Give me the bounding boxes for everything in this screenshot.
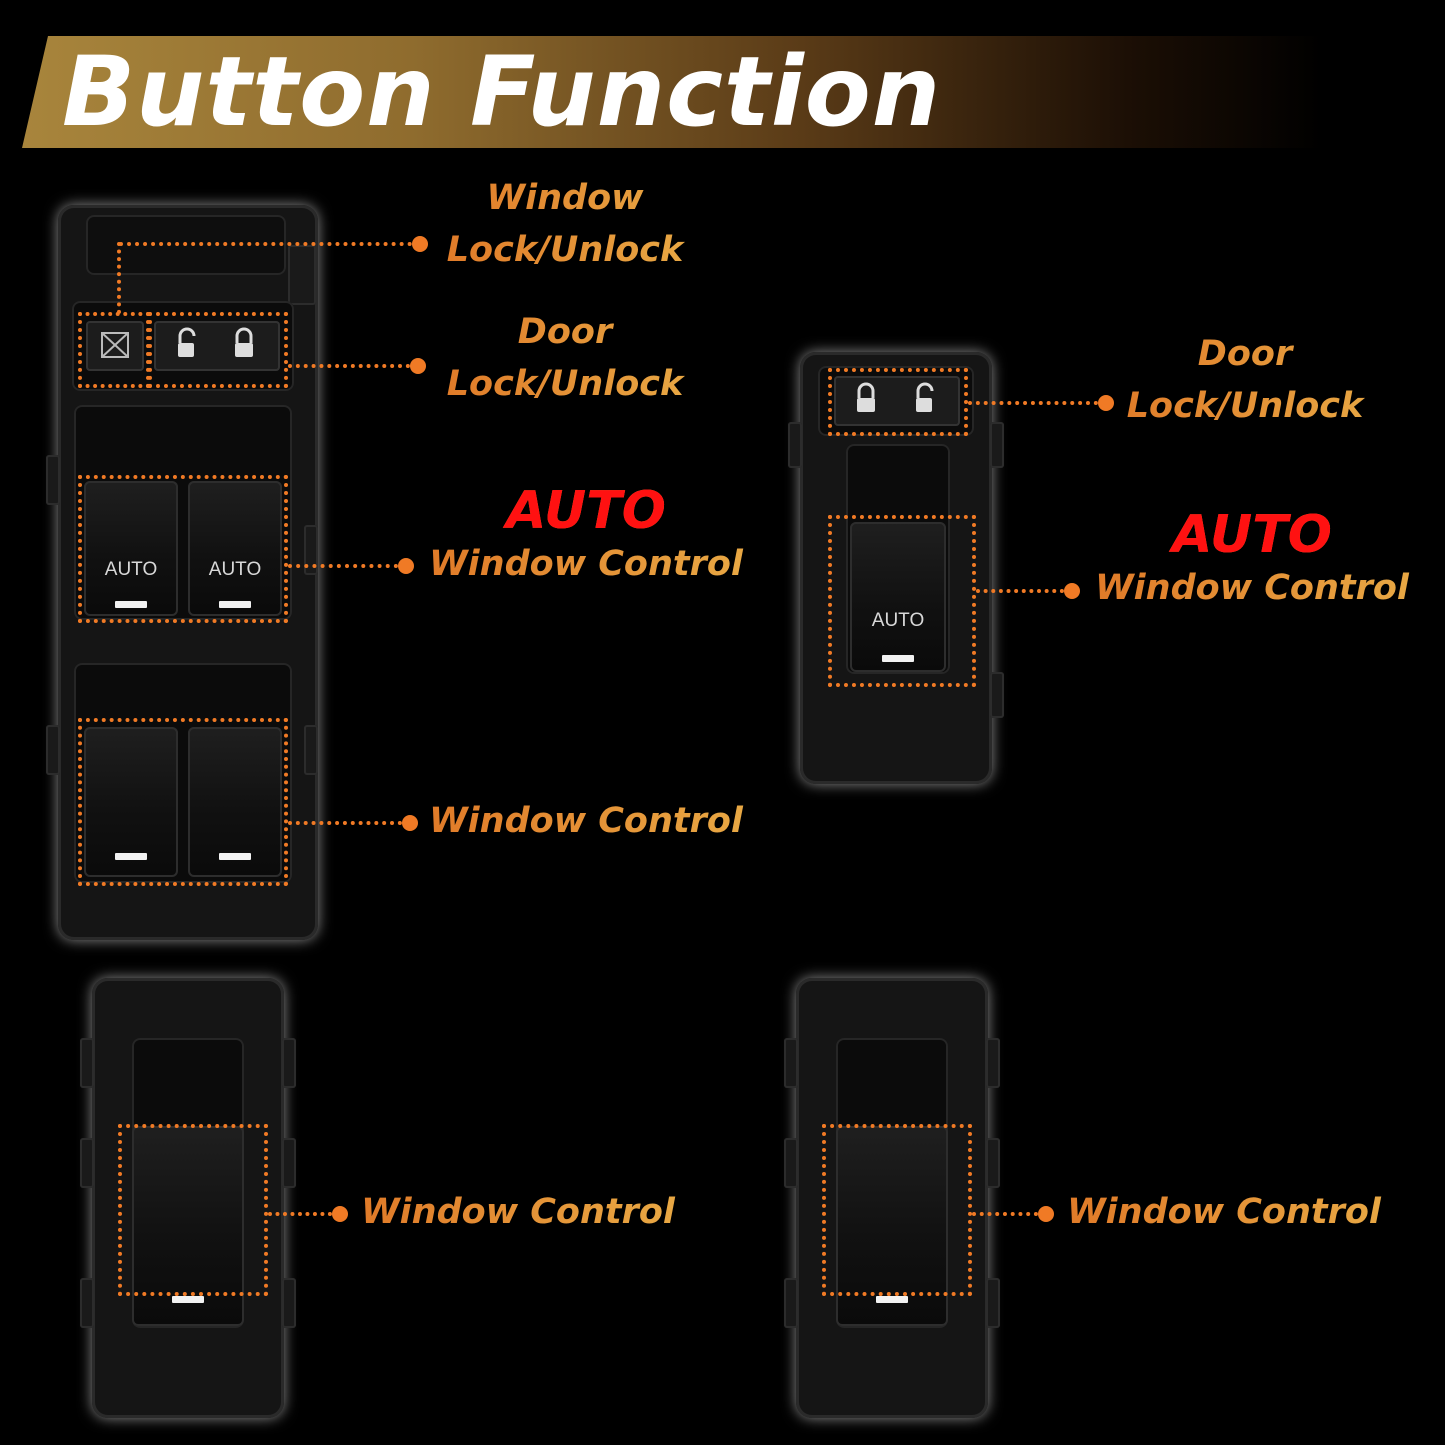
auto-window-highlight xyxy=(78,475,288,623)
window-control-label: Window Control xyxy=(358,1186,678,1238)
window-control-label: Window Control xyxy=(1064,1186,1384,1238)
callout-line xyxy=(117,242,121,314)
auto-window-control-label: AUTO Window Control xyxy=(1092,508,1412,614)
switch-side-tab xyxy=(288,245,316,305)
rear-left-window-rocker[interactable] xyxy=(84,727,178,877)
switch-side-tab xyxy=(80,1138,94,1188)
callout-dot xyxy=(1038,1206,1054,1222)
window-control-highlight xyxy=(118,1124,268,1296)
switch-side-tab xyxy=(282,1038,296,1088)
switch-side-tab xyxy=(784,1138,798,1188)
switch-side-tab xyxy=(990,672,1004,718)
switch-side-tab xyxy=(784,1038,798,1088)
door-lock-button[interactable] xyxy=(154,321,280,371)
auto-label: AUTO xyxy=(104,559,158,580)
door-lock-button[interactable] xyxy=(834,376,960,426)
door-lock-highlight xyxy=(148,312,288,388)
rear-right-switch xyxy=(784,978,1000,1418)
indicator-light xyxy=(219,601,251,608)
door-lock-label: Door Lock/Unlock xyxy=(440,306,690,410)
switch-side-tab xyxy=(282,1278,296,1328)
callout-dot xyxy=(398,558,414,574)
callout-line xyxy=(968,401,1098,405)
padlock-closed-icon xyxy=(235,327,253,357)
callout-line xyxy=(119,242,412,246)
window-control-highlight xyxy=(822,1124,972,1296)
switch-side-tab xyxy=(304,525,318,575)
window-control-label: Window Control xyxy=(1095,568,1409,608)
window-lock-label-line1: Window xyxy=(486,178,644,218)
auto-label-red: AUTO xyxy=(1172,505,1332,565)
callout-line xyxy=(268,1212,332,1216)
switch-side-tab xyxy=(46,455,60,505)
auto-window-control-label: AUTO Window Control xyxy=(426,484,746,590)
callout-dot xyxy=(1098,395,1114,411)
window-control-text: Window Control xyxy=(361,1192,675,1232)
door-lock-label-line1: Door xyxy=(1197,334,1293,374)
switch-side-tab xyxy=(46,725,60,775)
passenger-window-rocker[interactable]: AUTO xyxy=(850,522,946,672)
auto-label-red: AUTO xyxy=(506,481,666,541)
master-switch: AUTO AUTO xyxy=(46,205,318,940)
switch-side-tab xyxy=(986,1278,1000,1328)
auto-window-highlight xyxy=(828,515,976,687)
callout-dot xyxy=(332,1206,348,1222)
callout-line xyxy=(972,1212,1038,1216)
window-lock-highlight xyxy=(78,312,150,388)
window-control-text: Window Control xyxy=(429,801,743,841)
switch-side-tab xyxy=(990,422,1004,468)
callout-line xyxy=(976,589,1064,593)
padlock-closed-icon xyxy=(857,382,875,412)
callout-line xyxy=(288,564,398,568)
door-lock-highlight xyxy=(828,368,968,436)
front-right-window-rocker[interactable]: AUTO xyxy=(188,481,282,616)
indicator-light xyxy=(172,1296,204,1303)
indicator-light xyxy=(115,601,147,608)
rear-window-highlight xyxy=(78,718,288,886)
callout-dot xyxy=(412,236,428,252)
indicator-light xyxy=(876,1296,908,1303)
padlock-open-icon xyxy=(178,327,196,357)
padlock-open-icon xyxy=(916,382,934,412)
switch-side-tab xyxy=(986,1138,1000,1188)
indicator-light xyxy=(219,853,251,860)
switch-side-tab xyxy=(80,1038,94,1088)
door-lock-label-line1: Door xyxy=(517,312,613,352)
page-title: Button Function xyxy=(62,36,942,148)
window-control-text: Window Control xyxy=(1067,1192,1381,1232)
door-lock-label-line2: Lock/Unlock xyxy=(446,364,684,404)
door-lock-label-line2: Lock/Unlock xyxy=(1126,386,1364,426)
switch-side-tab xyxy=(80,1278,94,1328)
callout-line xyxy=(288,821,402,825)
switch-side-tab xyxy=(282,1138,296,1188)
auto-label: AUTO xyxy=(208,559,262,580)
callout-dot xyxy=(1064,583,1080,599)
rear-right-window-rocker[interactable] xyxy=(188,727,282,877)
callout-dot xyxy=(402,815,418,831)
window-lock-label-line2: Lock/Unlock xyxy=(446,230,684,270)
front-left-window-rocker[interactable]: AUTO xyxy=(84,481,178,616)
callout-line xyxy=(288,364,410,368)
callout-dot xyxy=(410,358,426,374)
header-banner xyxy=(22,36,1322,148)
switch-side-tab xyxy=(784,1278,798,1328)
indicator-light xyxy=(115,853,147,860)
passenger-switch: AUTO xyxy=(788,352,1004,784)
door-lock-label: Door Lock/Unlock xyxy=(1110,328,1380,432)
switch-side-tab xyxy=(304,725,318,775)
window-lock-icon xyxy=(101,332,129,358)
auto-label: AUTO xyxy=(871,610,925,631)
switch-side-tab xyxy=(986,1038,1000,1088)
indicator-light xyxy=(882,655,914,662)
window-control-label: Window Control xyxy=(426,795,746,847)
switch-side-tab xyxy=(788,422,802,468)
window-control-label: Window Control xyxy=(429,544,743,584)
window-lock-button[interactable] xyxy=(86,321,144,371)
window-lock-label: Window Lock/Unlock xyxy=(440,172,690,276)
